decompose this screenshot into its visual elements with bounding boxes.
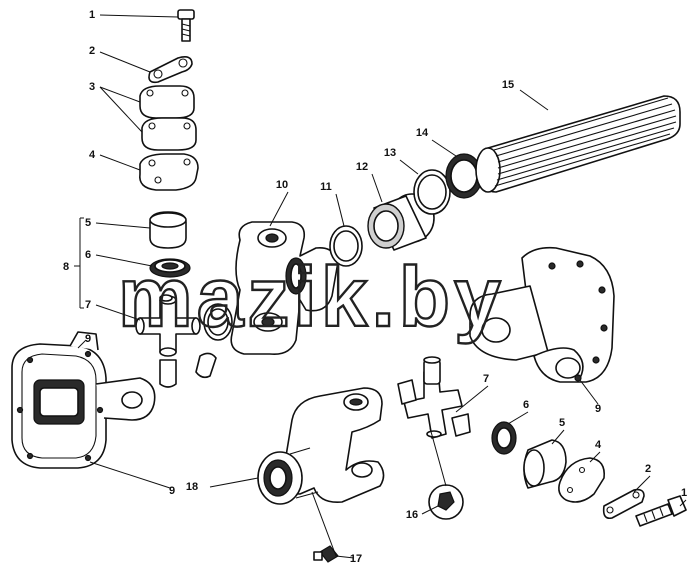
callout-label-c1a: 1 — [89, 9, 95, 21]
grease-fitting — [313, 545, 339, 563]
grease-fitting-detail — [428, 484, 464, 520]
lock-plate-bottom — [602, 488, 645, 520]
seal-left — [149, 258, 191, 278]
callout-label-c2a: 2 — [89, 45, 95, 57]
callout-label-c8: 8 — [63, 261, 69, 273]
leader-line-c17 — [335, 555, 355, 559]
bearing-cup-right — [523, 439, 567, 489]
leader-line-c16 — [421, 505, 439, 515]
spider-cross-left — [135, 294, 217, 388]
shim-lower — [141, 117, 197, 151]
callout-label-c2b: 2 — [645, 463, 651, 475]
bearing-cup-left — [149, 211, 187, 249]
callout-label-c7b: 7 — [483, 373, 489, 385]
callout-label-c5b: 5 — [559, 417, 565, 429]
callout-label-c3a: 3 — [89, 81, 95, 93]
leader-line-c14 — [431, 139, 457, 157]
bolt-top — [177, 9, 195, 42]
bolt-bottom — [635, 495, 687, 527]
leader-line-c9a — [77, 339, 87, 349]
leader-line-c2a — [99, 51, 151, 73]
seal-right — [491, 421, 517, 455]
callout-label-c9a: 9 — [85, 333, 91, 345]
snap-ring — [329, 225, 363, 267]
leader-line-c6a — [95, 254, 153, 267]
cover-plate-top — [139, 153, 199, 191]
callout-label-c6b: 6 — [523, 399, 529, 411]
ring-left-of-yoke — [203, 303, 233, 341]
leader-line-c4a — [99, 154, 141, 171]
cover-plate-bottom — [558, 457, 606, 503]
slip-yoke-center — [230, 221, 339, 356]
callout-label-c13: 13 — [384, 147, 396, 159]
leader-line-c5a — [95, 222, 151, 229]
callout-label-c11: 11 — [320, 181, 332, 193]
callout-label-c5a: 5 — [85, 217, 91, 229]
leader-line-c12 — [371, 173, 383, 203]
leader-line-c4b — [589, 451, 601, 463]
shim-upper — [139, 85, 195, 119]
leader-line-c11 — [335, 193, 345, 227]
leader-line-c15 — [519, 89, 549, 111]
leader-line-c3a — [99, 86, 141, 103]
callout-label-c4a: 4 — [89, 149, 96, 161]
leader-line-c2b — [633, 475, 651, 493]
callout-label-c1b: 1 — [681, 487, 687, 499]
callout-label-c12: 12 — [356, 161, 368, 173]
leader-line-c17 — [311, 491, 337, 557]
leader-line-c16 — [429, 427, 447, 487]
leader-line-c3a — [99, 86, 143, 133]
seal-ring-right — [445, 153, 483, 199]
callout-label-c15: 15 — [502, 79, 514, 91]
leader-line-c6b — [507, 411, 529, 425]
leader-line-c18 — [209, 477, 259, 488]
leader-line-c5b — [551, 429, 565, 445]
leader-line-c9c — [579, 379, 599, 405]
callout-label-c14: 14 — [416, 127, 429, 139]
splined-shaft — [475, 95, 681, 193]
retaining-ring — [413, 169, 451, 215]
callout-label-c7a: 7 — [85, 299, 91, 311]
leader-line-c10 — [269, 191, 289, 227]
flange-yoke-right — [469, 246, 615, 383]
watermark-text: mazik.by — [118, 250, 505, 344]
spider-cross-right — [397, 356, 471, 439]
callout-label-c10: 10 — [276, 179, 288, 191]
callout-label-c4b: 4 — [595, 439, 602, 451]
flange-yoke-left — [11, 331, 156, 469]
leader-line-c13 — [399, 159, 419, 175]
callout-label-c9b: 9 — [169, 485, 175, 497]
leader-line-c9b — [89, 461, 171, 489]
callout-label-c16: 16 — [406, 509, 418, 521]
lock-plate-top — [148, 56, 193, 84]
splined-hub-yoke — [257, 387, 385, 505]
callout-label-c9c: 9 — [595, 403, 601, 415]
callout-label-c17: 17 — [350, 553, 362, 565]
leader-line-c7b — [455, 385, 489, 413]
callout-label-c18: 18 — [186, 481, 198, 493]
leader-line-c7a — [95, 304, 141, 321]
leader-line-c1a — [99, 14, 179, 18]
callout-label-c6a: 6 — [85, 249, 91, 261]
leader-line-c1b — [679, 499, 687, 507]
